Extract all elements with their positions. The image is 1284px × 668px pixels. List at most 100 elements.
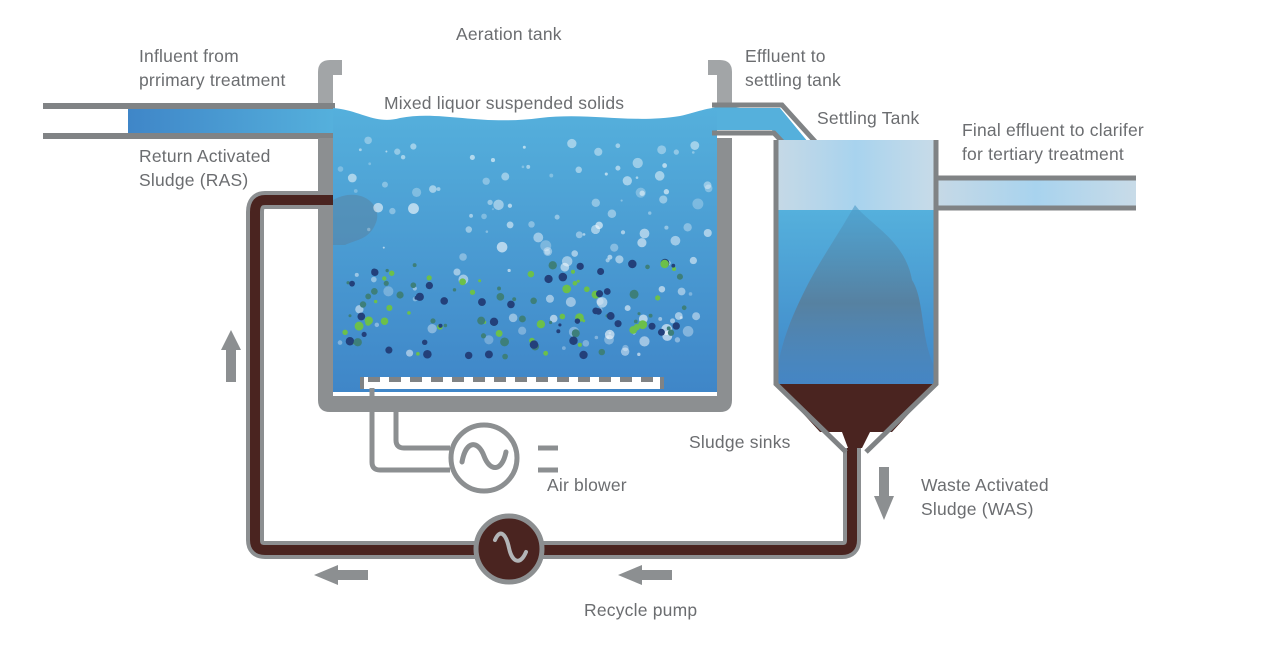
sludge-floc bbox=[569, 336, 578, 346]
air-bubble bbox=[465, 226, 473, 233]
air-bubble bbox=[385, 150, 388, 153]
sludge-floc bbox=[660, 259, 669, 269]
sludge-floc bbox=[415, 292, 424, 301]
air-bubble bbox=[648, 211, 652, 215]
air-bubble bbox=[674, 312, 683, 320]
sludge-floc bbox=[676, 273, 683, 280]
air-bubble bbox=[383, 286, 394, 297]
air-lines bbox=[369, 388, 558, 473]
influent-label-line-1: Influent from bbox=[139, 46, 239, 66]
air-bubble bbox=[689, 256, 698, 265]
sludge-floc bbox=[353, 338, 362, 347]
air-bubble bbox=[508, 313, 518, 323]
influent-pipe bbox=[43, 103, 335, 139]
air-bubble bbox=[664, 225, 669, 230]
air-bubble bbox=[408, 203, 419, 215]
sludge-floc bbox=[389, 270, 395, 276]
air-bubble bbox=[526, 164, 531, 169]
sludge-floc bbox=[380, 317, 389, 325]
sludge-floc bbox=[480, 333, 487, 339]
sludge-floc bbox=[478, 279, 482, 283]
air-bubble bbox=[427, 323, 437, 334]
diffuser-dash bbox=[578, 377, 590, 382]
sludge-floc bbox=[579, 350, 588, 360]
air-bubble bbox=[673, 149, 679, 155]
sludge-floc bbox=[597, 267, 605, 276]
sludge-floc bbox=[558, 323, 562, 327]
sludge-floc bbox=[346, 281, 350, 285]
sludge-floc bbox=[426, 275, 432, 281]
air-bubble bbox=[690, 141, 700, 150]
air-bubble bbox=[522, 145, 526, 149]
sludge-floc bbox=[385, 268, 389, 273]
recycle-pump-icon bbox=[473, 513, 545, 585]
sludge-floc bbox=[543, 350, 549, 356]
sludge-floc bbox=[407, 311, 411, 315]
air-bubble bbox=[487, 199, 493, 206]
was-down-arrow bbox=[874, 467, 894, 520]
ras-return-line bbox=[246, 191, 861, 559]
sludge-floc bbox=[512, 297, 517, 302]
air-bubble bbox=[620, 347, 630, 356]
diffuser-dash bbox=[494, 377, 506, 382]
settling-tank-label: Settling Tank bbox=[817, 108, 920, 128]
sludge-floc bbox=[671, 266, 677, 272]
air-bubble bbox=[528, 221, 535, 228]
sludge-floc bbox=[410, 282, 417, 289]
air-bubble bbox=[400, 154, 406, 160]
sludge-floc bbox=[452, 288, 457, 292]
effluent-to-settling-label: Effluent to settling tank bbox=[745, 44, 841, 92]
was-label-line-2: Sludge (WAS) bbox=[921, 499, 1034, 519]
air-bubble bbox=[371, 276, 377, 283]
sludge-floc bbox=[606, 312, 615, 320]
final-effluent-label: Final effluent to clarifer for tertiary … bbox=[962, 118, 1144, 166]
sludge-floc bbox=[386, 304, 393, 311]
sludge-floc bbox=[614, 320, 622, 328]
sludge-floc bbox=[576, 262, 584, 270]
ras-label-line-1: Return Activated bbox=[139, 146, 271, 166]
air-bubble bbox=[484, 335, 494, 345]
air-bubble bbox=[620, 230, 626, 235]
was-label-line-1: Waste Activated bbox=[921, 475, 1049, 495]
air-bubble bbox=[469, 213, 473, 218]
sludge-floc bbox=[469, 289, 476, 295]
air-bubble bbox=[575, 166, 582, 174]
air-bubble bbox=[575, 231, 583, 239]
sludge-floc bbox=[371, 268, 377, 275]
air-bubble bbox=[364, 136, 372, 145]
air-bubble bbox=[412, 187, 422, 197]
recycle-pump-label: Recycle pump bbox=[584, 600, 698, 620]
sludge-floc bbox=[584, 286, 590, 293]
sludge-floc bbox=[558, 272, 568, 282]
air-bubble bbox=[485, 230, 489, 233]
air-bubble bbox=[615, 143, 621, 149]
air-bubble bbox=[337, 340, 343, 345]
sludge-floc bbox=[412, 263, 417, 268]
sludge-floc bbox=[354, 321, 364, 331]
final-effluent-line-2: for tertiary treatment bbox=[962, 144, 1124, 164]
air-bubble bbox=[453, 268, 461, 276]
air-bubble bbox=[662, 163, 668, 168]
sludge-floc bbox=[570, 269, 575, 274]
diffuser-dash bbox=[452, 377, 464, 382]
sludge-floc bbox=[637, 312, 641, 316]
sludge-floc bbox=[349, 280, 355, 287]
air-bubble bbox=[367, 227, 371, 232]
air-bubble bbox=[501, 172, 510, 181]
air-bubble bbox=[406, 349, 414, 357]
air-bubble bbox=[549, 314, 558, 323]
air-bubble bbox=[496, 241, 508, 253]
air-bubble bbox=[562, 346, 566, 350]
sludge-floc bbox=[598, 348, 606, 356]
diffuser-dash bbox=[473, 377, 485, 382]
air-bubble bbox=[622, 344, 629, 352]
effluent-label-line-2: settling tank bbox=[745, 70, 841, 90]
air-bubble bbox=[639, 190, 645, 196]
air-bubble bbox=[615, 255, 624, 264]
sludge-floc bbox=[577, 342, 582, 347]
air-bubble bbox=[615, 165, 621, 171]
sludge-floc bbox=[364, 316, 373, 325]
air-bubble bbox=[381, 181, 388, 188]
sludge-floc bbox=[425, 281, 433, 290]
